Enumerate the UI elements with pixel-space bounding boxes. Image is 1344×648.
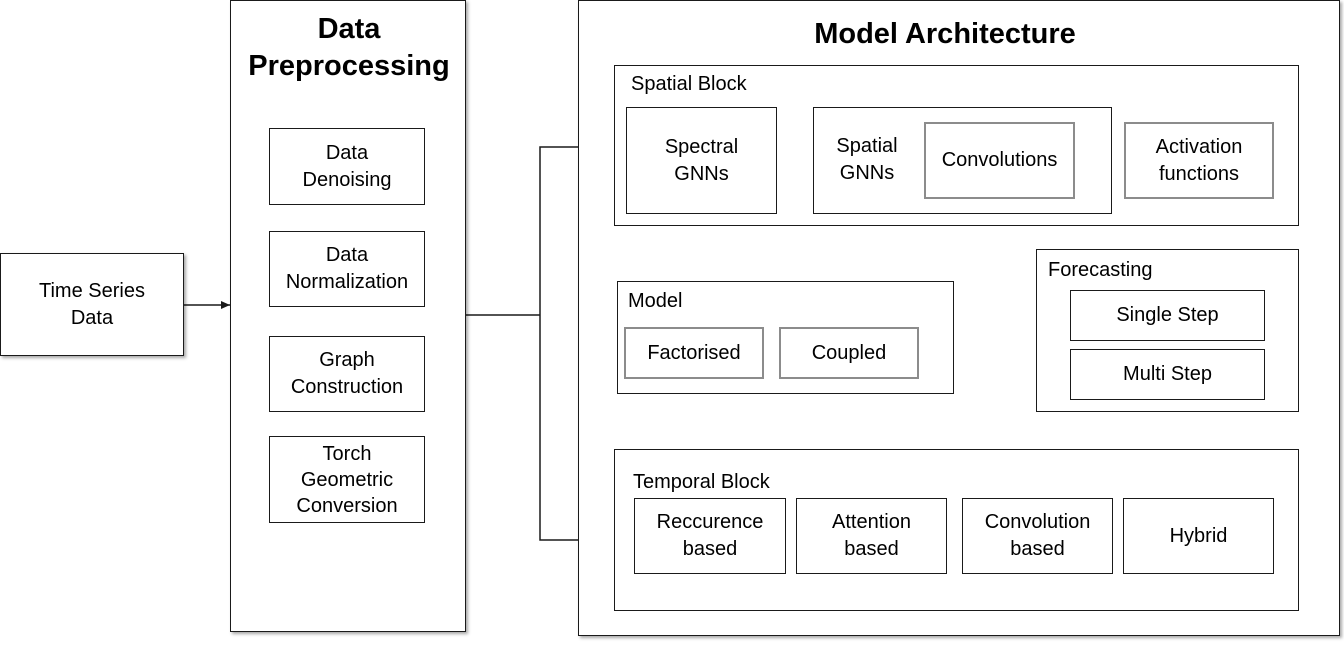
attention-based-box: Attention based — [796, 498, 947, 574]
spatial-gnns-label: Spatial GNNs — [836, 135, 898, 184]
activation-functions-box: Activation functions — [1124, 122, 1274, 199]
step-data-denoising: Data Denoising — [269, 128, 425, 205]
recurrence-based-box: Reccurence based — [634, 498, 786, 574]
convolution-based-box: Convolution based — [962, 498, 1113, 574]
hybrid-box: Hybrid — [1123, 498, 1274, 574]
coupled-box: Coupled — [779, 327, 919, 379]
step-data-normalization: Data Normalization — [269, 231, 425, 307]
model-block-title: Model — [628, 290, 683, 312]
preprocessing-panel: Data Preprocessing — [230, 0, 466, 632]
temporal-block-title: Temporal Block — [633, 471, 770, 493]
multi-step-box: Multi Step — [1070, 349, 1265, 400]
spectral-gnns-box: Spectral GNNs — [626, 107, 777, 214]
step-torch-geometric-conversion: Torch Geometric Conversion — [269, 436, 425, 523]
spatial-block-title: Spatial Block — [631, 73, 747, 95]
single-step-box: Single Step — [1070, 290, 1265, 341]
time-series-data-box: Time Series Data — [0, 253, 184, 356]
model-architecture-title: Model Architecture — [814, 18, 1076, 50]
convolutions-box: Convolutions — [924, 122, 1075, 199]
forecasting-title: Forecasting — [1048, 259, 1153, 281]
factorised-box: Factorised — [624, 327, 764, 379]
time-series-data-label: Time Series Data — [39, 279, 145, 329]
step-graph-construction: Graph Construction — [269, 336, 425, 412]
preprocessing-title: Data Preprocessing — [248, 13, 450, 82]
